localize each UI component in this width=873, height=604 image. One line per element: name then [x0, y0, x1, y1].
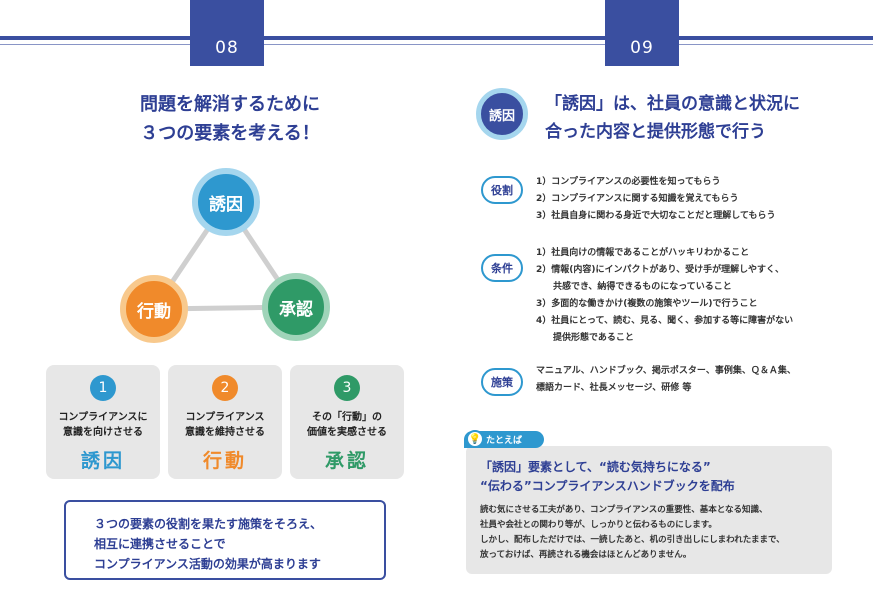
page-number-left: 08: [190, 0, 264, 66]
list-item: 提供形態であること: [553, 333, 634, 343]
card-line2: 意識を維持させる: [185, 427, 265, 438]
card-line1: その「行動」の: [312, 412, 382, 423]
card-line1: コンプライアンスに: [58, 412, 148, 423]
example-body-line: 社員や会社との関わり等が、しっかりと伝わるものにします。: [480, 520, 717, 530]
summary-line: ３つの要素の役割を果たす施策をそろえ、: [94, 517, 323, 531]
list-item: 2）情報(内容)にインパクトがあり、受け手が理解しやすく、: [536, 265, 785, 275]
example-body: 読む気にさせる工夫があり、コンプライアンスの重要性、基本となる知識、 社員や会社…: [480, 503, 785, 563]
card-number: 3: [334, 375, 360, 401]
measures-list: マニュアル、ハンドブック、掲示ポスター、事例集、Ｑ＆Ａ集、 標語カード、社長メッ…: [536, 363, 796, 397]
summary-box: ３つの要素の役割を果たす施策をそろえ、 相互に連携させることで コンプライアンス…: [64, 500, 386, 580]
list-item: 標語カード、社長メッセージ、研修 等: [536, 383, 692, 393]
left-heading-line1: 問題を解消するために: [140, 94, 320, 115]
header-rule-thin: [0, 44, 873, 45]
element-card-2: 2 コンプライアンス 意識を維持させる 行動: [168, 365, 282, 479]
example-body-line: しかし、配布しただけでは、一読したあと、机の引き出しにしまわれたままで、: [480, 535, 785, 545]
example-body-line: 放っておけば、再読される機会はほとんどありません。: [480, 550, 692, 560]
example-title-line2: “伝わる”コンプライアンスハンドブックを配布: [480, 479, 735, 493]
card-text: その「行動」の 価値を実感させる: [290, 410, 404, 440]
element-card-1: 1 コンプライアンスに 意識を向けさせる 誘因: [46, 365, 160, 479]
triangle-node-action: 行動: [120, 275, 188, 343]
list-item: マニュアル、ハンドブック、掲示ポスター、事例集、Ｑ＆Ａ集、: [536, 366, 796, 376]
left-heading: 問題を解消するために ３つの要素を考える！: [90, 90, 370, 148]
example-body-line: 読む気にさせる工夫があり、コンプライアンスの重要性、基本となる知識、: [480, 505, 768, 515]
list-item: 2）コンプライアンスに関する知識を覚えてもらう: [536, 194, 739, 204]
role-tag: 役割: [481, 176, 523, 204]
card-text: コンプライアンスに 意識を向けさせる: [46, 410, 160, 440]
right-heading-line2: 合った内容と提供形態で行う: [545, 122, 766, 142]
card-line2: 価値を実感させる: [307, 427, 387, 438]
header-rule: [0, 36, 873, 40]
list-item: 4）社員にとって、読む、見る、聞く、参加する等に障害がない: [536, 316, 794, 326]
list-item: 3）多面的な働きかけ(複数の施策やツール)で行うこと: [536, 299, 758, 309]
triangle-node-incentive: 誘因: [192, 168, 260, 236]
card-text: コンプライアンス 意識を維持させる: [168, 410, 282, 440]
example-tag: たとえば: [464, 431, 544, 448]
card-line1: コンプライアンス: [185, 412, 265, 423]
example-title-line1: 「誘因」要素として、“読む気持ちになる”: [480, 460, 711, 474]
card-keyword: 承認: [324, 450, 369, 472]
card-number: 2: [212, 375, 238, 401]
element-card-3: 3 その「行動」の 価値を実感させる 承認: [290, 365, 404, 479]
card-keyword: 行動: [202, 450, 247, 472]
left-heading-line2: ３つの要素を考える！: [140, 123, 320, 144]
measures-tag: 施策: [481, 368, 523, 396]
card-keyword: 誘因: [80, 450, 125, 472]
list-item: 3）社員自身に関わる身近で大切なことだと理解してもらう: [536, 211, 776, 221]
incentive-badge: 誘因: [476, 88, 528, 140]
card-number: 1: [90, 375, 116, 401]
list-item: 1）コンプライアンスの必要性を知ってもらう: [536, 177, 721, 187]
list-item: 1）社員向けの情報であることがハッキリわかること: [536, 248, 750, 258]
role-list: 1）コンプライアンスの必要性を知ってもらう 2）コンプライアンスに関する知識を覚…: [536, 174, 776, 225]
triangle-node-approval: 承認: [262, 273, 330, 341]
right-heading: 「誘因」は、社員の意識と状況に 合った内容と提供形態で行う: [545, 90, 800, 146]
summary-line: 相互に連携させることで: [94, 537, 226, 551]
card-line2: 意識を向けさせる: [63, 427, 143, 438]
page-number-right: 09: [605, 0, 679, 66]
condition-tag: 条件: [481, 254, 523, 282]
example-title: 「誘因」要素として、“読む気持ちになる” “伝わる”コンプライアンスハンドブック…: [480, 458, 735, 496]
list-item: 共感でき、納得できるものになっていること: [553, 282, 732, 292]
example-box: [466, 446, 832, 574]
summary-line: コンプライアンス活動の効果が高まります: [94, 557, 321, 571]
condition-list: 1）社員向けの情報であることがハッキリわかること 2）情報(内容)にインパクトが…: [536, 245, 793, 347]
right-heading-line1: 「誘因」は、社員の意識と状況に: [545, 94, 800, 114]
lightbulb-icon: 💡: [466, 430, 484, 448]
